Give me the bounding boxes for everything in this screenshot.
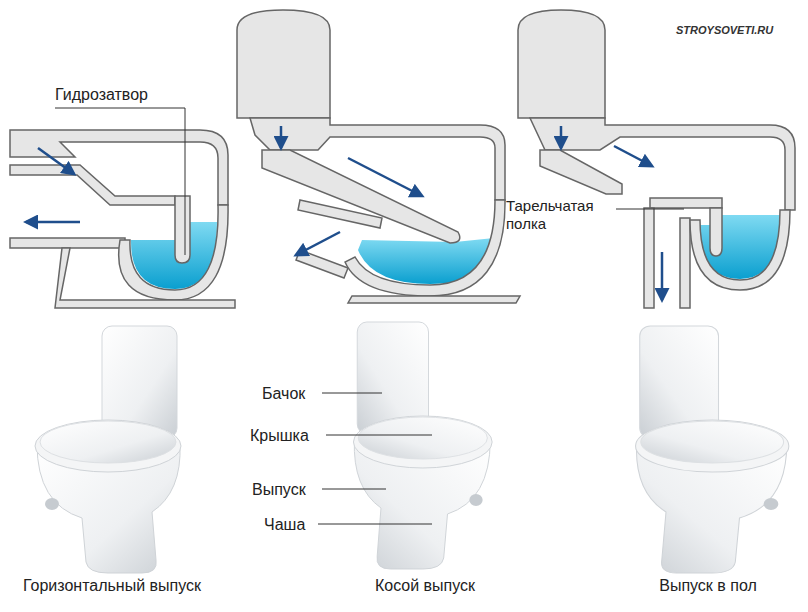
outlet-wall	[298, 200, 382, 228]
leader-line	[318, 524, 432, 525]
leader-line	[326, 435, 432, 436]
outlet-wall	[10, 238, 125, 248]
top-slab	[10, 130, 228, 205]
diagonal-wall	[262, 150, 460, 243]
part-label: Бачок	[262, 384, 305, 403]
trap-wall	[175, 196, 190, 263]
outlet-wall	[644, 208, 654, 308]
toilet-photo	[353, 322, 492, 569]
toilet-photo	[35, 326, 181, 573]
section-horizontal	[10, 130, 235, 308]
outlet-wall	[296, 250, 348, 278]
leader-line	[322, 489, 386, 490]
trap-wall	[710, 208, 722, 256]
caption: Горизонтальный выпуск	[23, 576, 201, 595]
arrow	[26, 221, 80, 224]
leader-line	[616, 209, 684, 210]
arrow	[661, 252, 664, 300]
shelf	[650, 198, 722, 208]
inner-wall	[10, 165, 175, 205]
caption: Косой выпуск	[375, 576, 475, 595]
arrow	[348, 158, 422, 196]
toilet-photo	[636, 326, 789, 573]
left-wall	[540, 150, 622, 194]
leader-line	[322, 393, 382, 394]
bowl-wall	[119, 205, 228, 300]
arrow	[280, 126, 283, 148]
arrow	[614, 146, 652, 166]
section-floor	[518, 10, 795, 308]
part-label: Выпуск	[252, 480, 306, 499]
arrow	[296, 232, 340, 255]
arrow	[560, 126, 563, 148]
outlet-wall	[680, 218, 690, 308]
part-label: Гидрозатвор	[55, 85, 148, 104]
top-slab	[530, 118, 795, 210]
tank	[518, 10, 605, 118]
part-label: STROYSOVETI.RU	[676, 24, 773, 37]
leader-line	[55, 108, 185, 255]
tank	[237, 10, 330, 118]
part-label: Тарельчатая полка	[506, 197, 614, 233]
base	[55, 248, 235, 308]
bowl-wall	[345, 200, 505, 296]
caption: Выпуск в пол	[659, 576, 757, 595]
part-label: Крышка	[250, 426, 309, 445]
base	[348, 296, 520, 303]
part-label: Чаша	[264, 515, 305, 534]
bowl-wall	[690, 210, 790, 290]
section-oblique	[237, 10, 520, 303]
arrow	[38, 148, 74, 174]
